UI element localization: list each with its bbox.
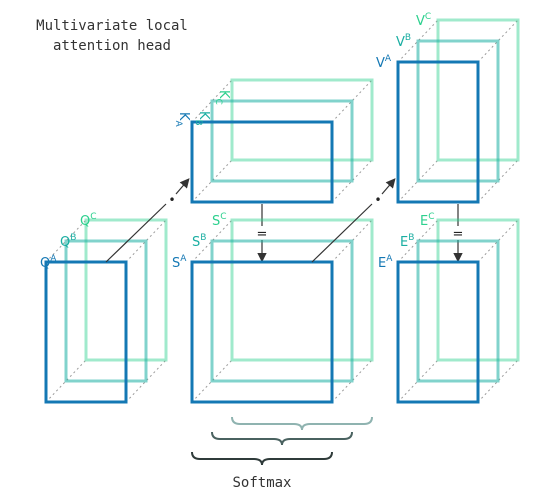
label-sb: SB	[192, 233, 206, 250]
label-kc: KC	[213, 90, 231, 105]
dot-to-v-arrow	[381, 178, 396, 195]
label-eb: EB	[400, 233, 414, 250]
q-layer-a	[44, 260, 128, 404]
s-depth-edges	[191, 219, 373, 403]
dot-operator-1: •	[168, 193, 175, 207]
label-qa: QA	[40, 254, 57, 271]
title-line-1: Multivariate local	[36, 18, 188, 34]
s-layer-c	[230, 218, 374, 362]
e-layer-a	[396, 260, 480, 404]
label-ec: EC	[420, 212, 435, 229]
equals-operator-2: =	[453, 227, 464, 242]
dot-operator-2: •	[374, 193, 381, 207]
q-to-dot-line	[105, 203, 167, 263]
k-layer-b	[210, 99, 354, 183]
k-layer-c	[230, 78, 374, 162]
e-stack: EC EB EA	[378, 212, 520, 404]
label-ka: KA	[173, 112, 191, 128]
label-sa: SA	[172, 254, 187, 271]
v-layer-b	[416, 39, 500, 183]
brace-layer-c	[231, 416, 373, 431]
brace-layer-a	[191, 451, 333, 466]
label-vb: VB	[396, 33, 411, 50]
s-stack: SC SB SA	[172, 203, 374, 404]
s-layer-a	[190, 260, 334, 404]
k-stack: KC KB KA	[173, 78, 374, 204]
s-layer-b	[210, 239, 354, 383]
label-sc: SC	[212, 212, 227, 229]
label-qb: QB	[60, 233, 76, 250]
e-layer-b	[416, 239, 500, 383]
brace-layer-b	[211, 431, 353, 446]
title-line-2: attention head	[53, 38, 171, 54]
q-layer-b	[64, 239, 148, 383]
softmax-label: Softmax	[232, 475, 291, 491]
k-to-s-equals-bg	[255, 226, 269, 240]
equals-operator-1: =	[257, 227, 268, 242]
v-depth-edges	[397, 19, 519, 203]
v-to-e-equals-bg	[451, 226, 465, 240]
v-layer-a	[396, 60, 480, 204]
k-layer-a	[190, 120, 334, 204]
label-va: VA	[376, 54, 392, 71]
label-kb: KB	[193, 111, 211, 126]
v-stack: VC VB VA	[376, 12, 520, 204]
dot-to-k-arrow	[175, 178, 190, 195]
q-stack: QC QB QA	[40, 203, 168, 404]
s-to-dot-line	[311, 203, 373, 263]
label-qc: QC	[80, 212, 97, 229]
label-vc: VC	[416, 12, 431, 29]
label-ea: EA	[378, 254, 393, 271]
